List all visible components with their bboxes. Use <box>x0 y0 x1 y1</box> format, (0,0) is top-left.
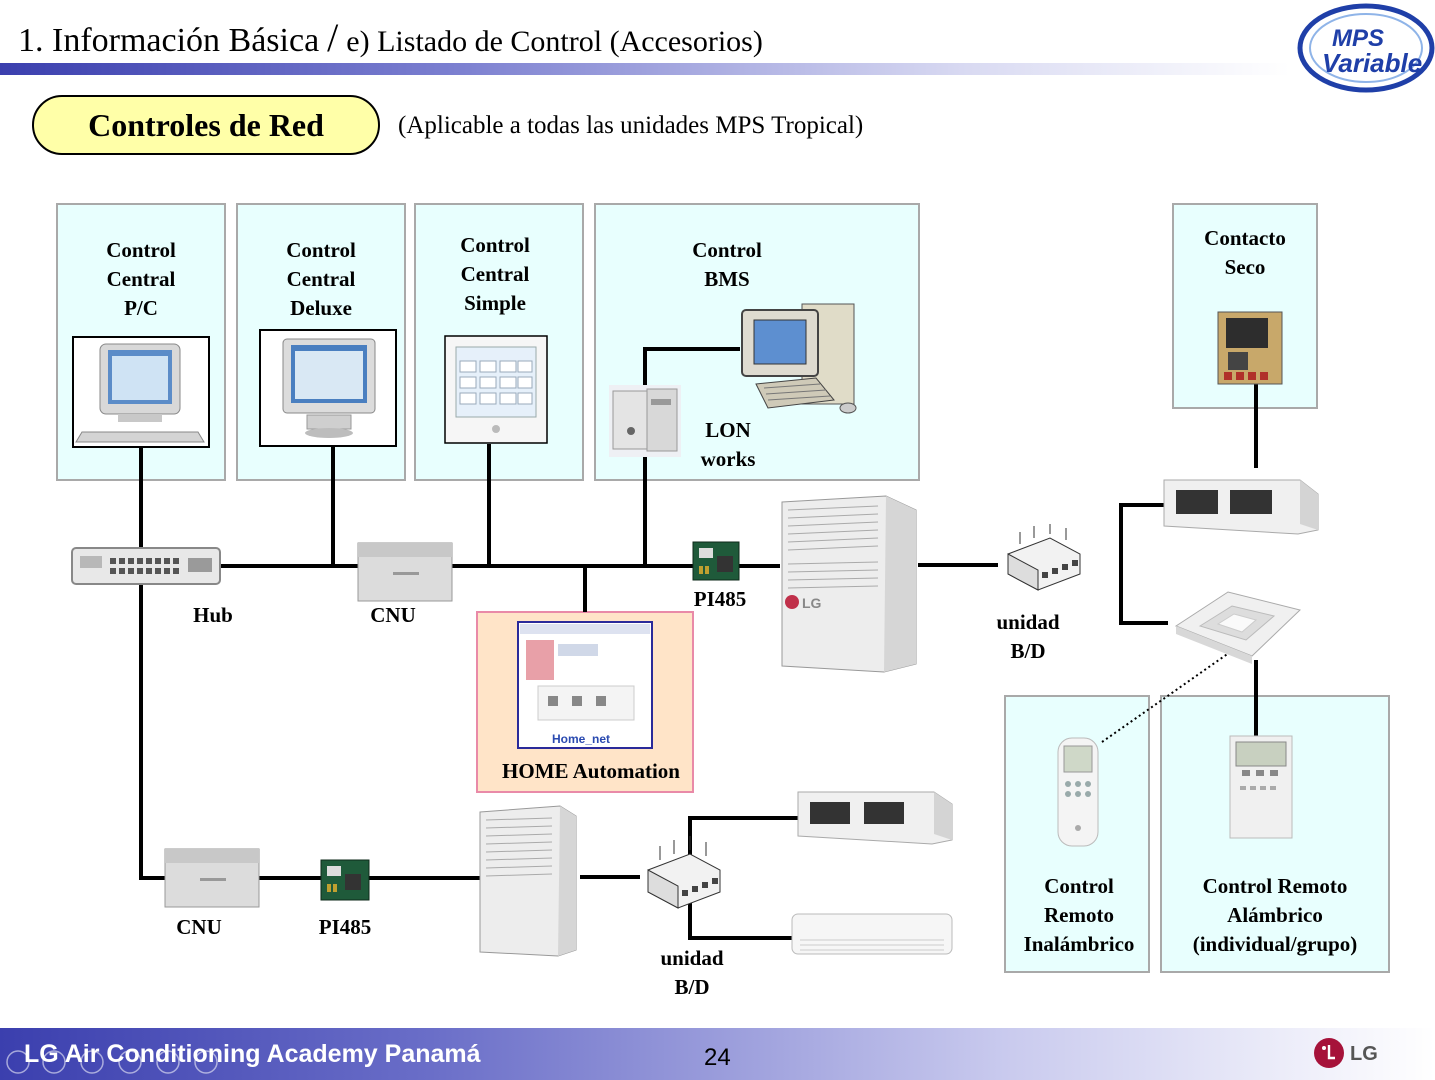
bd-top-line2: B/D <box>1010 639 1046 663</box>
lon-line1: LON <box>705 418 751 442</box>
central-pc-label: Control Central P/C <box>56 236 226 323</box>
lonworks-gateway-icon <box>609 385 681 457</box>
pi485-bottom-label: PI485 <box>318 915 372 939</box>
bd-top-line1: unidad <box>996 610 1060 634</box>
title-underline-bar <box>0 63 1290 75</box>
lon-line2: works <box>700 447 756 471</box>
slide-nav-controls[interactable] <box>4 1048 220 1076</box>
nav-menu-icon[interactable] <box>118 1050 142 1074</box>
bd-bottom-label: unidad B/D <box>642 944 742 1002</box>
wired-remote-line1: Control Remoto <box>1202 874 1348 898</box>
line-hub-cnu <box>139 584 168 880</box>
wireless-remote-line1: Control <box>1044 874 1114 898</box>
bd-bottom-line2: B/D <box>674 975 710 999</box>
mps-variable-logo: MPS Variable <box>1297 3 1435 93</box>
title-sub: e) Listado de Control (Accesorios) <box>346 25 763 58</box>
odu-brand-label: LG <box>802 595 822 611</box>
central-simple-line2: Central <box>460 262 530 286</box>
central-simple-label: Control Central Simple <box>410 231 580 318</box>
cnu-bottom-label: CNU <box>176 915 222 939</box>
wall-indoor-unit-icon <box>791 913 953 955</box>
nav-prev-icon[interactable] <box>6 1050 30 1074</box>
central-simple-line1: Control <box>460 233 530 257</box>
cnu-top-label: CNU <box>370 603 416 627</box>
bd-top-label: unidad B/D <box>978 608 1078 666</box>
outdoor-unit-bottom-icon <box>479 805 577 957</box>
lg-logo-text: LG <box>1350 1043 1378 1065</box>
title-slash: / <box>327 15 339 60</box>
pi485-top-label: PI485 <box>693 587 747 611</box>
logo-line1: MPS <box>1332 25 1384 52</box>
bd-unit-top-icon <box>1007 524 1081 591</box>
computer-pc-icon <box>72 336 210 448</box>
bms-line1: Control <box>692 238 762 262</box>
dry-contact-board-icon <box>1217 311 1283 385</box>
central-deluxe-label: Control Central Deluxe <box>236 236 406 323</box>
bms-label: Control BMS <box>652 236 802 294</box>
bms-workstation-icon <box>741 303 857 414</box>
central-deluxe-line1: Control <box>286 238 356 262</box>
computer-deluxe-icon <box>259 329 397 447</box>
home-net-label: Home_net <box>552 732 610 746</box>
simple-controller-icon <box>444 335 548 444</box>
wired-remote-line2: Alámbrico <box>1227 903 1323 927</box>
bms-line2: BMS <box>704 267 750 291</box>
duct-indoor-unit-bottom-icon <box>797 791 953 845</box>
bd-bottom-line1: unidad <box>660 946 724 970</box>
wireless-remote-icon <box>1057 737 1099 847</box>
footer-bar <box>0 1028 1435 1080</box>
cassette-indoor-unit-icon <box>1174 591 1301 664</box>
page-title: 1. Información Básica/e) Listado de Cont… <box>18 14 763 61</box>
nav-pointer-icon[interactable] <box>80 1050 104 1074</box>
wireless-remote-line3: Inalámbrico <box>1023 932 1135 956</box>
applicability-note: (Aplicable a todas las unidades MPS Trop… <box>398 112 864 139</box>
wired-remote-icon <box>1229 735 1293 839</box>
home-automation-label: HOME Automation <box>502 759 680 783</box>
central-pc-line3: P/C <box>124 296 158 320</box>
wired-remote-label: Control Remoto Alámbrico (individual/gru… <box>1160 872 1390 959</box>
central-deluxe-line2: Central <box>286 267 356 291</box>
lonworks-label: LON works <box>678 416 778 474</box>
pill-label: Controles de Red <box>88 106 324 143</box>
bd-unit-bottom-icon <box>647 836 721 909</box>
dry-contact-label: Contacto Seco <box>1172 224 1318 282</box>
logo-line2: Variable <box>1322 48 1422 78</box>
pi485-bottom-icon <box>320 859 370 901</box>
central-pc-line1: Control <box>106 238 176 262</box>
network-controls-pill: Controles de Red <box>32 95 380 155</box>
line-bms <box>643 347 740 566</box>
dry-contact-line2: Seco <box>1224 255 1266 279</box>
cnu-bottom-icon <box>164 848 260 908</box>
nav-pen-icon[interactable] <box>42 1050 66 1074</box>
central-simple-line3: Simple <box>464 291 526 315</box>
cnu-top-icon <box>357 542 453 602</box>
hub-label: Hub <box>193 603 233 627</box>
duct-indoor-unit-right-icon <box>1163 479 1319 535</box>
line-bd-idus <box>1119 503 1168 625</box>
nav-zoom-icon[interactable] <box>156 1050 180 1074</box>
title-main: 1. Información Básica <box>18 22 320 59</box>
network-hub-icon <box>71 547 221 585</box>
central-deluxe-line3: Deluxe <box>290 296 352 320</box>
pi485-top-icon <box>692 541 740 581</box>
home-net-screen-icon: Home_net <box>517 621 653 749</box>
lg-logo: LG <box>1314 1038 1378 1068</box>
dry-contact-line1: Contacto <box>1204 226 1286 250</box>
wired-remote-line3: (individual/grupo) <box>1192 932 1358 956</box>
line-wireless-dotted <box>1101 647 1237 743</box>
page-number: 24 <box>704 1044 731 1071</box>
nav-next-icon[interactable] <box>194 1050 218 1074</box>
outdoor-unit-top-icon: LG <box>781 495 917 673</box>
academy-footer-text: LG Air Conditioning Academy Panamá <box>24 1040 481 1068</box>
wireless-remote-line2: Remoto <box>1044 903 1114 927</box>
central-pc-line2: Central <box>106 267 176 291</box>
wireless-remote-label: Control Remoto Inalámbrico <box>1004 872 1154 959</box>
